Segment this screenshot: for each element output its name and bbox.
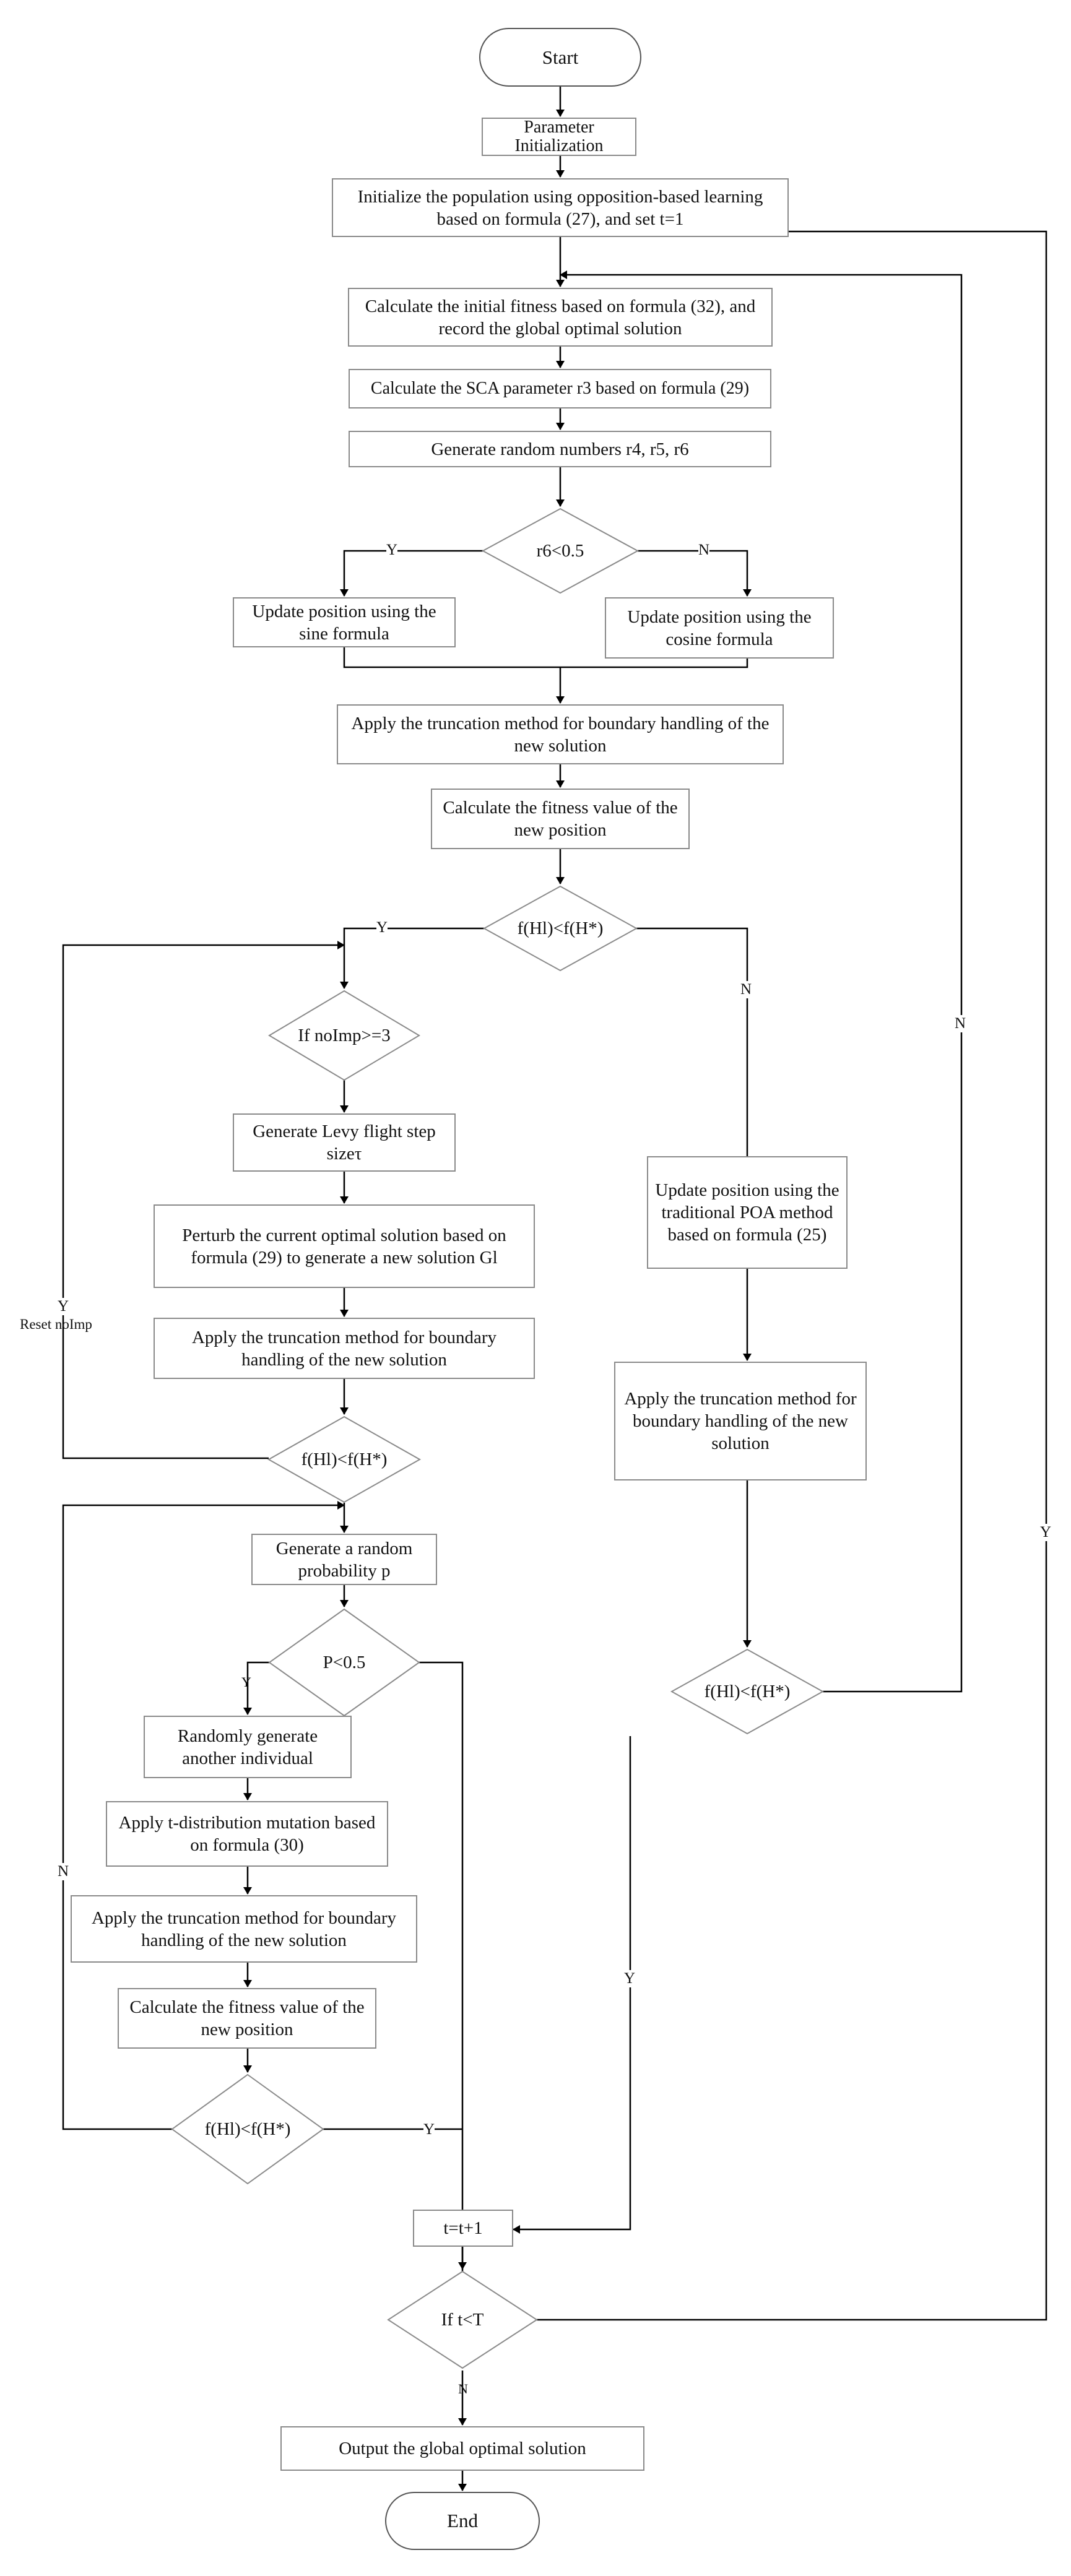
decision-fhl-2-label: f(Hl)<f(H*) (301, 1450, 388, 1469)
update-cosine-box: Update position using the cosine formula (605, 597, 834, 659)
edge-fhl3-yes (513, 1736, 631, 2234)
random-individual-box: Randomly generate another individual (144, 1716, 352, 1778)
decision-r6-label: r6<0.5 (536, 541, 584, 561)
edge-cosine-merge (560, 659, 748, 668)
edge-sine-merge (343, 647, 560, 668)
decision-noimp-shape (268, 990, 420, 1081)
edge-label-t-yes: Y (1040, 1524, 1052, 1541)
output-box: Output the global optimal solution (280, 2426, 644, 2471)
edge-label-fhl4-yes: Y (423, 2121, 435, 2138)
decision-fhl-3-label: f(Hl)<f(H*) (704, 1682, 791, 1701)
output-label: Output the global optimal solution (339, 2439, 586, 2458)
edge-fhl1-no (636, 927, 748, 1156)
decision-fhl-1-label: f(Hl)<f(H*) (517, 918, 604, 938)
t-mutation-label: Apply t-distribution mutation based on f… (118, 1813, 376, 1855)
start-terminal: Start (479, 28, 641, 87)
perturb-box: Perturb the current optimal solution bas… (154, 1204, 535, 1288)
edge-r6-no (638, 550, 752, 597)
calc-initial-fitness-box: Calculate the initial fitness based on f… (348, 288, 773, 347)
update-cosine-label: Update position using the cosine formula (627, 607, 812, 649)
levy-step-label: Generate Levy flight step sizeτ (253, 1122, 436, 1164)
levy-step-box: Generate Levy flight step sizeτ (233, 1113, 456, 1172)
init-population-label: Initialize the population using oppositi… (357, 186, 763, 229)
edge-label-fhl3-yes: Y (624, 1970, 636, 1987)
decision-t-label: If t<T (441, 2310, 484, 2330)
decision-fhl1-shape (482, 885, 638, 972)
decision-t: If t<T (404, 2302, 521, 2337)
start-label: Start (542, 46, 579, 68)
decision-fhl-4-label: f(Hl)<f(H*) (204, 2119, 291, 2139)
edge-label-reset-noimp: Reset noImp (20, 1316, 92, 1332)
t-mutation-box: Apply t-distribution mutation based on f… (106, 1801, 388, 1867)
decision-fhl2-shape (267, 1416, 422, 1503)
decision-r6: r6<0.5 (495, 534, 625, 568)
decision-noimp: If noImp>=3 (279, 1018, 410, 1053)
truncation-1-box: Apply the truncation method for boundary… (337, 704, 784, 764)
update-sine-box: Update position using the sine formula (233, 597, 456, 647)
t-increment-label: t=t+1 (443, 2218, 483, 2238)
update-sine-label: Update position using the sine formula (252, 601, 436, 644)
decision-noimp-label: If noImp>=3 (298, 1026, 391, 1045)
edge-label-fhl1-yes: Y (376, 919, 388, 936)
gen-random-label: Generate random numbers r4, r5, r6 (431, 439, 689, 459)
decision-fhl-4: f(Hl)<f(H*) (183, 2112, 313, 2146)
gen-random-box: Generate random numbers r4, r5, r6 (349, 431, 771, 467)
calc-sca-param-box: Calculate the SCA parameter r3 based on … (349, 369, 771, 408)
edge-label-p-loop-no: N (58, 1863, 69, 1880)
edge-label-reset-y: Y (58, 1298, 69, 1315)
random-individual-label: Randomly generate another individual (177, 1726, 318, 1768)
truncation-2-box: Apply the truncation method for boundary… (154, 1318, 535, 1379)
decision-r6-shape (481, 508, 640, 594)
edge-fhl2-reset (62, 941, 345, 1459)
truncation-3-label: Apply the truncation method for boundary… (91, 1908, 397, 1950)
gen-prob-label: Generate a random probability p (275, 1538, 413, 1581)
param-init-box: Parameter Initialization (482, 118, 636, 156)
init-population-box: Initialize the population using oppositi… (332, 178, 789, 237)
edge-fhl1-yes (340, 927, 484, 989)
calc-initial-fitness-label: Calculate the initial fitness based on f… (365, 296, 756, 339)
calc-sca-param-label: Calculate the SCA parameter r3 based on … (370, 379, 750, 398)
truncation-3-box: Apply the truncation method for boundary… (71, 1895, 417, 1963)
decision-fhl-1: f(Hl)<f(H*) (495, 911, 625, 946)
truncation-1-label: Apply the truncation method for boundary… (351, 713, 770, 756)
edge-fhl4-no (62, 1501, 345, 2130)
edge-label-fhl3-no: N (955, 1015, 966, 1032)
calc-fitness-3-label: Calculate the fitness value of the new p… (129, 1997, 365, 2039)
edge-label-r6-no: N (698, 542, 710, 559)
decision-fhl-3: f(Hl)<f(H*) (682, 1674, 812, 1709)
edge-t-yes (537, 227, 1047, 2321)
update-poa-label: Update position using the traditional PO… (655, 1180, 839, 1245)
perturb-label: Perturb the current optimal solution bas… (182, 1225, 506, 1268)
decision-fhl3-shape (670, 1648, 825, 1735)
edge-r6-yes (340, 550, 483, 597)
edge-label-t-no: N (458, 2381, 468, 2397)
truncation-4-label: Apply the truncation method for boundary… (624, 1389, 857, 1453)
update-poa-box: Update position using the traditional PO… (647, 1156, 848, 1269)
calc-fitness-1-label: Calculate the fitness value of the new p… (443, 798, 678, 840)
truncation-4-box: Apply the truncation method for boundary… (614, 1362, 867, 1480)
decision-t-shape (387, 2270, 538, 2369)
edge-p-no (419, 1661, 464, 2210)
decision-p: P<0.5 (285, 1645, 404, 1680)
decision-p-label: P<0.5 (323, 1653, 366, 1672)
edge-p-yes (243, 1661, 269, 1715)
truncation-2-label: Apply the truncation method for boundary… (191, 1327, 497, 1370)
edge-label-fhl1-no: N (740, 981, 752, 998)
t-increment-box: t=t+1 (413, 2210, 513, 2247)
edge-label-p-yes: Y (241, 1674, 251, 1690)
param-init-label: Parameter Initialization (514, 118, 604, 155)
decision-fhl-2: f(Hl)<f(H*) (280, 1442, 409, 1477)
decision-fhl4-shape (171, 2073, 324, 2185)
end-terminal: End (385, 2492, 540, 2550)
calc-fitness-3-box: Calculate the fitness value of the new p… (118, 1988, 376, 2049)
end-label: End (447, 2510, 478, 2531)
edge-label-r6-yes: Y (386, 542, 398, 559)
edge-fhl3-no (560, 270, 963, 1693)
gen-prob-box: Generate a random probability p (251, 1534, 437, 1585)
calc-fitness-1-box: Calculate the fitness value of the new p… (431, 789, 690, 849)
